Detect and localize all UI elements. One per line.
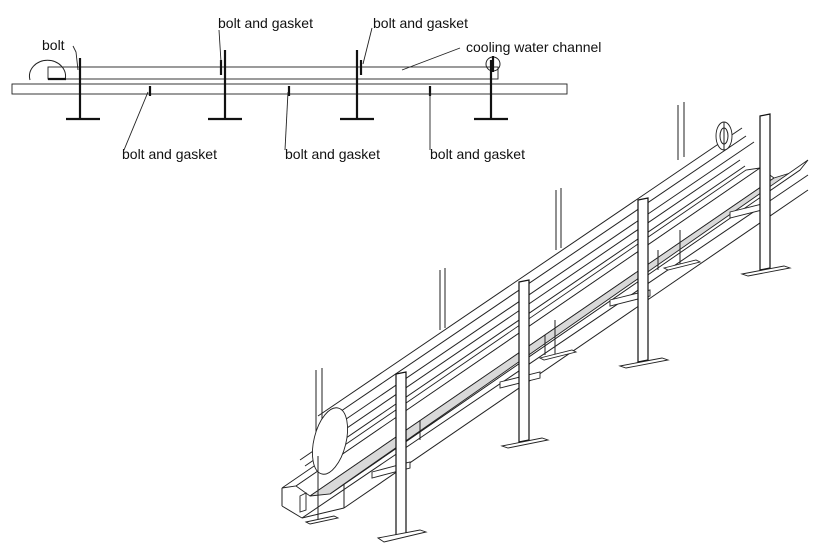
iso-main-rail-upper — [317, 127, 755, 431]
label-bolt-and-gasket-top-1: bolt and gasket — [218, 15, 313, 31]
label-bolt-and-gasket-bottom-2: bolt and gasket — [285, 146, 380, 162]
iso-front-post-4 — [740, 113, 792, 277]
side-view-post-4 — [474, 60, 508, 121]
iso-front-post-3 — [618, 197, 670, 369]
iso-back-post-2 — [439, 268, 446, 330]
label-bolt-and-gasket-top-2: bolt and gasket — [373, 15, 468, 31]
side-view-post-2 — [208, 50, 242, 121]
label-bolt: bolt — [42, 37, 65, 53]
label-bolt-and-gasket-bottom-3: bolt and gasket — [430, 146, 525, 162]
iso-end-wheel — [715, 121, 733, 151]
side-view-post-3 — [340, 50, 374, 121]
iso-end-disc — [311, 407, 349, 475]
iso-front-post-2 — [500, 279, 550, 449]
iso-mid-post-1 — [304, 456, 340, 525]
side-view-post-1 — [66, 58, 100, 121]
isometric-view — [281, 102, 809, 543]
iso-mid-post-3 — [662, 230, 702, 271]
label-cooling-water-channel: cooling water channel — [466, 39, 601, 55]
iso-back-post-4 — [677, 102, 685, 160]
iso-cross-braces — [371, 201, 771, 479]
side-view-cooling-channel — [47, 66, 499, 80]
iso-mid-post-2 — [538, 320, 578, 361]
label-bolt-and-gasket-bottom-1: bolt and gasket — [122, 146, 217, 162]
iso-front-post-1 — [376, 371, 428, 543]
iso-back-post-3 — [555, 188, 562, 250]
side-view-end-disc — [29, 59, 66, 81]
side-elevation-view — [11, 27, 568, 151]
